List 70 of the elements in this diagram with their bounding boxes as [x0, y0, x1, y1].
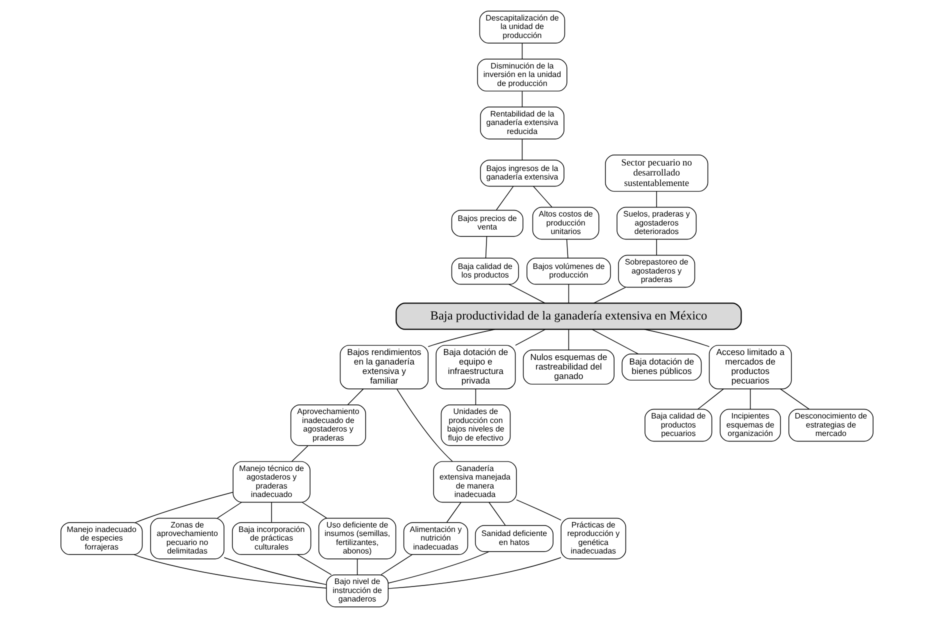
node-box: Disminución de la inversión en la unidad de producción	[477, 58, 568, 92]
connector	[291, 445, 308, 462]
node-box: Nulos esquemas de rastreabilidad del ganado	[522, 350, 614, 385]
node-box: Descapitalización de la unidad de producción	[479, 10, 566, 44]
connector	[446, 502, 462, 523]
node-box: Bajos ingresos de la ganadería extensiva	[480, 160, 564, 187]
connector	[296, 554, 332, 576]
node-box: Manejo inadecuado de especies forrajeras	[60, 522, 143, 555]
connector	[347, 388, 364, 406]
connector	[780, 388, 810, 410]
connector	[496, 186, 514, 210]
connector	[644, 329, 710, 348]
connector	[656, 239, 657, 256]
node-box: Altos costos de producción unitarios	[532, 206, 600, 240]
node-box: Desconocimiento de estrategias de mercado	[788, 408, 874, 442]
connector	[568, 284, 570, 304]
connector	[217, 502, 242, 518]
node-box: Baja dotación de bienes públicos	[622, 354, 702, 381]
connector	[134, 492, 234, 523]
connector	[656, 191, 657, 208]
connector	[396, 388, 453, 462]
connector	[271, 502, 272, 523]
connector	[224, 557, 327, 585]
connector	[593, 286, 626, 304]
node-box: Aprovechamiento inadecuado de agostaderos y praderas	[290, 404, 366, 446]
connector	[356, 558, 358, 576]
node-box: Sector pecuario no desarrollado sustentablemente	[605, 154, 708, 192]
node-box: Baja productividad de la ganadería extensiva en México	[396, 302, 742, 330]
connector	[533, 186, 552, 208]
connector	[380, 554, 413, 576]
node-box: Prácticas de reproducción y genética inadecuadas	[560, 518, 626, 560]
connector	[508, 284, 546, 304]
connector	[750, 388, 751, 410]
node-box: Incipientes esquemas de organización	[720, 408, 781, 442]
connector	[302, 502, 327, 518]
node-box: Sanidad deficiente en hatos	[475, 525, 554, 552]
connector	[568, 329, 570, 350]
node-box: Rentabilidad de la ganadería extensiva reducida	[480, 106, 564, 140]
connector	[522, 42, 523, 60]
connector	[516, 499, 562, 521]
connector	[475, 388, 476, 406]
node-box: Suelos, praderas y agostaderos deteriorados	[616, 206, 697, 240]
node-box: Alimentación y nutrición inadecuadas	[403, 522, 468, 555]
connector	[388, 551, 490, 584]
connector	[485, 236, 488, 258]
connector	[134, 554, 327, 588]
connector	[428, 328, 496, 347]
node-box: Baja dotación de equipo e infraestructura privada	[436, 344, 516, 390]
node-box: Acceso limitado a mercados de productos pecuarios	[708, 344, 792, 390]
connector	[522, 90, 523, 108]
node-box: Bajos rendimientos en la ganadería extensiva y familiar	[340, 344, 428, 390]
node-box: Ganadería extensiva manejada de manera inadecuada	[433, 461, 517, 503]
connector	[488, 502, 506, 526]
connector	[388, 557, 562, 589]
connector	[697, 388, 724, 410]
node-box: Baja calidad de los productos	[451, 258, 519, 285]
connector	[592, 329, 639, 354]
node-box: Bajo nivel de instrucción de ganaderos	[326, 574, 389, 608]
connector	[515, 329, 546, 346]
node-box: Uso deficiente de insumos (semillas, fertilizantes, abonos)	[318, 518, 396, 560]
node-box: Sobrepastoreo de agostaderos y praderas	[618, 254, 696, 288]
node-box: Bajos volúmenes de producción	[526, 258, 611, 285]
node-box: Baja incorporación de prácticas culturales	[232, 522, 312, 555]
node-box: Baja calidad de productos pecuarios	[644, 408, 712, 442]
node-box: Unidades de producción con bajos niveles de flujo de efectivo	[440, 404, 511, 446]
connector	[522, 138, 523, 160]
node-box: Bajos precios de venta	[451, 210, 524, 237]
node-box: Zonas de aprovechamiento pecuario no delimitadas	[150, 518, 224, 560]
connector	[566, 239, 568, 258]
node-box: Manejo técnico de agostaderos y praderas inadecuado	[232, 461, 310, 503]
